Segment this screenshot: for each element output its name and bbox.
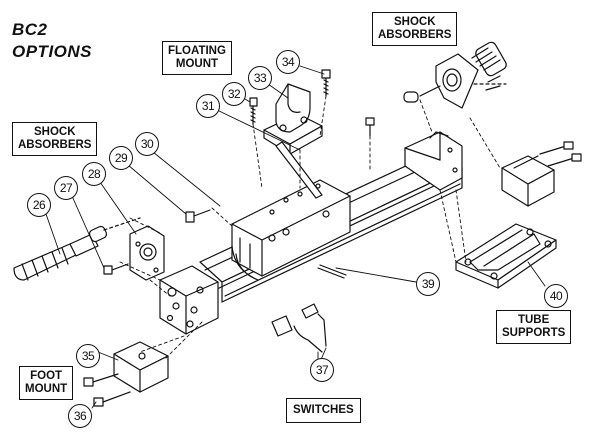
shock-absorbers-right-label-line-2: ABSORBERS [378,29,452,41]
foot-mount-label-line-2: MOUNT [25,383,68,395]
right-shock-absorber [403,41,507,109]
tube-support-screws [539,141,582,167]
tube-support-rail [455,223,557,289]
tube-support-block [501,155,555,207]
screw-30 [185,209,211,223]
callout-27: 27 [54,176,78,200]
callout-34: 34 [276,50,300,74]
carriage-block [231,179,351,281]
tube-supports-label: TUBE SUPPORTS [496,310,572,344]
tube-supports-label-line-1: TUBE [517,314,550,326]
floating-mount-bracket [263,83,323,155]
switch-sensors [271,303,327,353]
tube-screw [365,117,375,137]
right-end-cap [404,131,463,191]
callout-28: 28 [82,162,106,186]
diagram-title-line-2: OPTIONS [12,42,93,61]
shock-bracket-28 [129,225,165,281]
screw-34 [321,69,331,97]
assembly-dashed-lines [119,95,501,359]
callout-29: 29 [109,146,133,170]
foot-mount-label: FOOT MOUNT [19,366,74,400]
foot-mount-block [113,341,169,393]
callout-36: 36 [68,404,92,428]
foot-mount-label-line-1: FOOT [30,370,63,382]
callout-39: 39 [416,272,440,296]
switches-label: SWITCHES [286,398,361,423]
foot-mount-screws [83,373,131,407]
callout-leader-lines [45,65,546,409]
callout-33: 33 [248,66,272,90]
shock-absorbers-left-label: SHOCK ABSORBERS [12,122,98,156]
callout-31: 31 [196,94,220,118]
shock-absorbers-left-label-line-1: SHOCK [33,126,76,138]
floating-mount-label-line-1: FLOATING [168,45,226,57]
callout-37: 37 [310,358,334,382]
pin-31 [275,141,323,199]
diagram-title-line-1: BC2 [12,20,48,39]
left-shock-absorber [13,217,141,281]
shock-absorbers-left-label-line-2: ABSORBERS [18,139,92,151]
tube-supports-label-line-2: SUPPORTS [502,327,566,339]
callout-30: 30 [135,132,159,156]
switch-rod-39 [317,264,347,279]
callout-40: 40 [544,284,568,308]
left-head-block [159,265,219,335]
shock-absorbers-right-label: SHOCK ABSORBERS [372,12,458,46]
callout-32: 32 [222,82,246,106]
callout-26: 26 [27,193,51,217]
screw-32 [249,97,258,125]
callout-35: 35 [76,344,100,368]
floating-mount-label: FLOATING MOUNT [162,41,232,75]
screw-27 [103,263,129,275]
shock-absorbers-right-label-line-1: SHOCK [393,16,436,28]
floating-mount-label-line-2: MOUNT [175,58,219,70]
